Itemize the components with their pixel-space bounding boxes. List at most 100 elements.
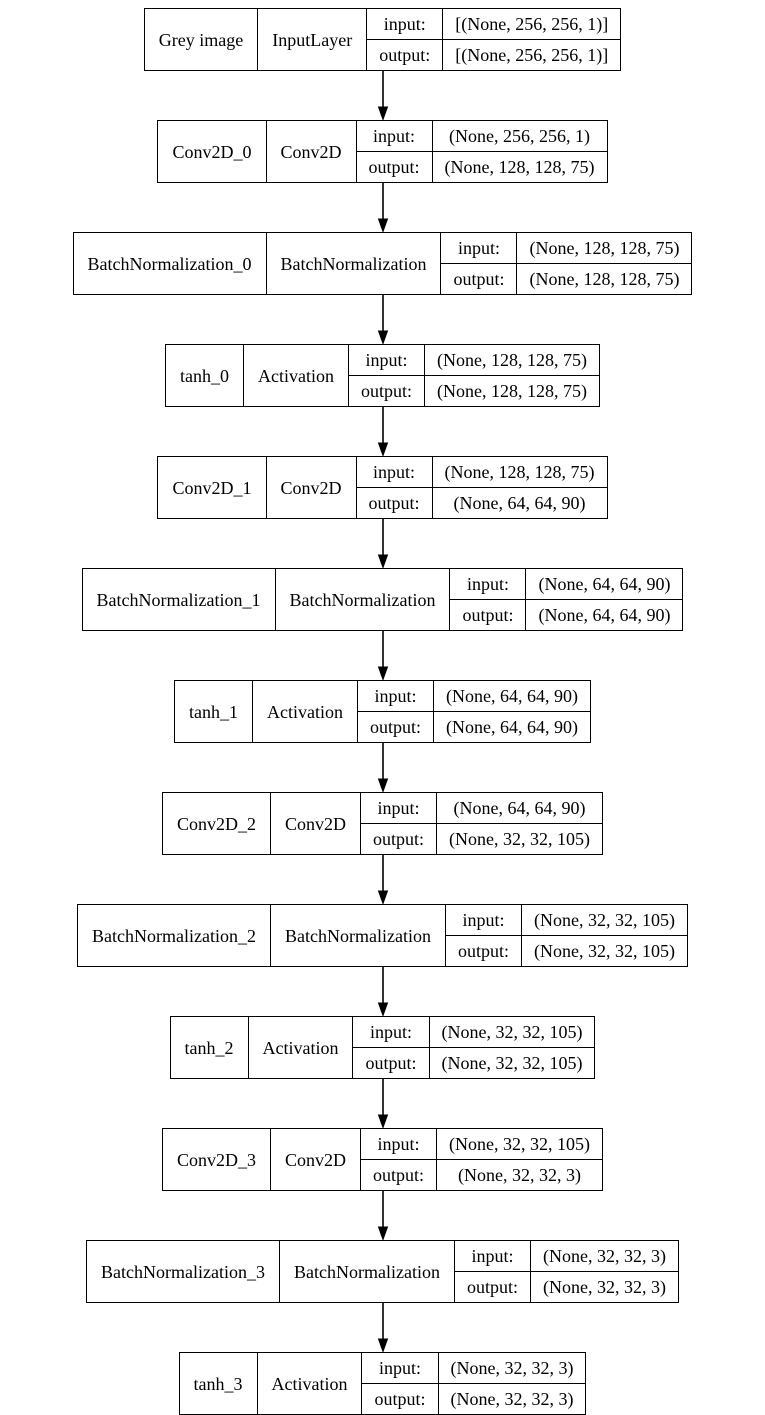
layer-type: Activation <box>256 1352 363 1415</box>
down-arrow-icon <box>377 1191 388 1240</box>
edge <box>376 1303 390 1352</box>
layer-type: BatchNormalization <box>274 568 451 631</box>
input-shape: (None, 32, 32, 3) <box>529 1240 679 1272</box>
edge <box>376 295 390 344</box>
output-shape: (None, 32, 32, 3) <box>436 1159 604 1191</box>
input-label: input: <box>360 792 438 824</box>
layer-type: Activation <box>252 680 358 743</box>
output-shape: (None, 128, 128, 75) <box>424 375 600 407</box>
output-shape: (None, 128, 128, 75) <box>431 151 608 183</box>
output-shape: (None, 128, 128, 75) <box>516 263 693 295</box>
output-shape: (None, 32, 32, 3) <box>437 1383 587 1415</box>
layer-name: BatchNormalization_2 <box>77 904 271 967</box>
layer-name: BatchNormalization_3 <box>86 1240 280 1303</box>
down-arrow-icon <box>377 71 388 120</box>
layer-name: Grey image <box>143 8 259 71</box>
input-shape: (None, 128, 128, 75) <box>424 344 600 376</box>
layer-type: BatchNormalization <box>270 904 446 967</box>
layer-name: tanh_1 <box>174 680 253 743</box>
input-shape: (None, 32, 32, 105) <box>428 1016 596 1048</box>
layer-name: BatchNormalization_1 <box>81 568 276 631</box>
output-shape: (None, 32, 32, 105) <box>436 823 604 855</box>
layer-name: Conv2D_0 <box>157 120 267 183</box>
layer-type: InputLayer <box>257 8 368 71</box>
down-arrow-icon <box>377 855 388 904</box>
down-arrow-icon <box>377 407 388 456</box>
layer-name: Conv2D_3 <box>161 1128 272 1191</box>
output-label: output: <box>360 1159 438 1191</box>
output-label: output: <box>449 599 527 631</box>
down-arrow-icon <box>377 295 388 344</box>
input-label: input: <box>440 232 518 264</box>
input-label: input: <box>352 1016 430 1048</box>
output-label: output: <box>366 39 444 71</box>
edge <box>376 71 390 120</box>
output-shape: (None, 32, 32, 105) <box>428 1047 596 1079</box>
output-label: output: <box>347 375 426 407</box>
layer-name: BatchNormalization_0 <box>72 232 267 295</box>
input-shape: (None, 64, 64, 90) <box>436 792 604 824</box>
edge <box>376 1191 390 1240</box>
input-label: input: <box>355 456 433 488</box>
down-arrow-icon <box>377 743 388 792</box>
layer-name: tanh_0 <box>165 344 244 407</box>
layer-type: Conv2D <box>265 120 357 183</box>
layer-type: BatchNormalization <box>265 232 442 295</box>
layer-name: Conv2D_1 <box>157 456 267 519</box>
output-shape: (None, 64, 64, 90) <box>433 711 591 743</box>
layer-type: Conv2D <box>265 456 357 519</box>
input-label: input: <box>347 344 426 376</box>
input-shape: (None, 32, 32, 3) <box>437 1352 587 1384</box>
input-shape: (None, 256, 256, 1) <box>431 120 608 152</box>
output-shape: (None, 64, 64, 90) <box>431 487 608 519</box>
down-arrow-icon <box>377 631 388 680</box>
input-label: input: <box>355 120 433 152</box>
input-shape: [(None, 256, 256, 1)] <box>442 8 622 40</box>
output-label: output: <box>355 151 433 183</box>
input-shape: (None, 128, 128, 75) <box>431 456 608 488</box>
input-shape: (None, 128, 128, 75) <box>516 232 693 264</box>
output-shape: (None, 32, 32, 105) <box>520 935 688 967</box>
output-label: output: <box>440 263 518 295</box>
input-label: input: <box>361 1352 439 1384</box>
input-label: input: <box>444 904 522 936</box>
output-shape: (None, 32, 32, 3) <box>529 1271 679 1303</box>
input-label: input: <box>356 680 435 712</box>
output-shape: [(None, 256, 256, 1)] <box>442 39 622 71</box>
output-label: output: <box>352 1047 430 1079</box>
input-shape: (None, 32, 32, 105) <box>520 904 688 936</box>
input-shape: (None, 64, 64, 90) <box>433 680 591 712</box>
down-arrow-icon <box>377 183 388 232</box>
down-arrow-icon <box>377 1303 388 1352</box>
input-shape: (None, 64, 64, 90) <box>525 568 684 600</box>
down-arrow-icon <box>377 519 388 568</box>
edge <box>376 967 390 1016</box>
layer-type: BatchNormalization <box>279 1240 455 1303</box>
layer-name: tanh_3 <box>178 1352 258 1415</box>
layer-type: Activation <box>243 344 349 407</box>
layer-name: Conv2D_2 <box>161 792 272 855</box>
edge <box>376 631 390 680</box>
input-label: input: <box>453 1240 531 1272</box>
output-label: output: <box>444 935 522 967</box>
input-label: input: <box>449 568 527 600</box>
input-label: input: <box>360 1128 438 1160</box>
output-label: output: <box>360 823 438 855</box>
layer-type: Activation <box>247 1016 354 1079</box>
input-shape: (None, 32, 32, 105) <box>436 1128 604 1160</box>
down-arrow-icon <box>377 1079 388 1128</box>
layer-type: Conv2D <box>269 1128 362 1191</box>
output-label: output: <box>356 711 435 743</box>
edge <box>376 743 390 792</box>
edge <box>376 183 390 232</box>
